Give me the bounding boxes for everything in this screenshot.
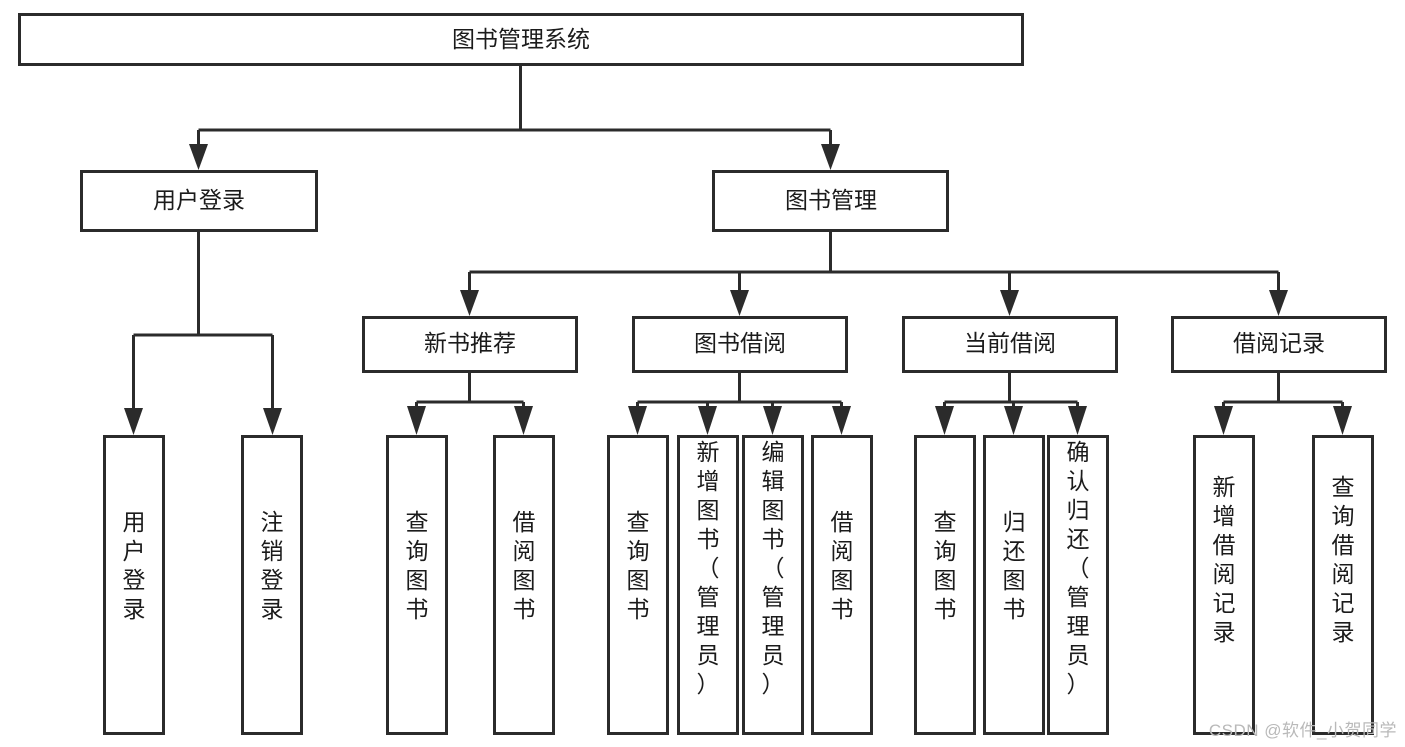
arrow-borrow-to-leaf4 xyxy=(832,406,851,435)
arrow-borrow-to-leaf1 xyxy=(628,406,647,435)
leaf-borrow-book-2-label: 借阅图书 xyxy=(831,509,854,622)
leaf-query-record-label: 查询借阅记录 xyxy=(1332,474,1355,645)
arrow-bm-to-record xyxy=(1269,290,1288,316)
leaf-query-book-2-box[interactable] xyxy=(607,435,669,735)
node-new-book-recommend-label: 新书推荐 xyxy=(424,330,516,356)
leaf-return-book-label: 归还图书 xyxy=(1003,509,1026,622)
node-borrow-record[interactable]: 借阅记录 xyxy=(1171,316,1387,373)
leaf-return-book-box[interactable] xyxy=(983,435,1045,735)
node-borrow-record-box[interactable] xyxy=(1171,316,1387,373)
leaf-query-record-box[interactable] xyxy=(1312,435,1374,735)
arrow-borrow-to-leaf3 xyxy=(763,406,782,435)
arrow-current-to-leaf3 xyxy=(1068,406,1087,435)
leaf-add-book-label: 新增图书（管理员） xyxy=(697,439,720,697)
leaf-edit-book-label: 编辑图书（管理员） xyxy=(762,439,785,697)
node-new-book-recommend[interactable]: 新书推荐 xyxy=(362,316,578,373)
arrow-record-to-leaf1 xyxy=(1214,406,1233,435)
node-new-book-recommend-box[interactable] xyxy=(362,316,578,373)
leaf-query-record[interactable]: 查询借阅记录 xyxy=(1312,435,1374,735)
leaf-confirm-return[interactable]: 确认归还（管理员） xyxy=(1047,435,1109,735)
leaf-query-book-3[interactable]: 查询图书 xyxy=(914,435,976,735)
node-borrow-record-label: 借阅记录 xyxy=(1233,330,1325,356)
node-current-borrow-box[interactable] xyxy=(902,316,1118,373)
node-book-borrow-box[interactable] xyxy=(632,316,848,373)
leaf-add-book[interactable]: 新增图书（管理员） xyxy=(677,435,739,735)
arrow-root-to-book-manage xyxy=(821,144,840,170)
leaf-query-book-3-label: 查询图书 xyxy=(934,509,957,622)
leaf-logout-login-box[interactable] xyxy=(241,435,303,735)
node-book-manage-label: 图书管理 xyxy=(785,187,877,213)
leaf-confirm-return-label: 确认归还（管理员） xyxy=(1067,439,1090,697)
arrow-record-to-leaf2 xyxy=(1333,406,1352,435)
arrow-bm-to-borrow xyxy=(730,290,749,316)
leaf-borrow-book-1-label: 借阅图书 xyxy=(513,509,536,622)
node-root[interactable]: 图书管理系统 xyxy=(18,13,1024,66)
leaf-query-book-1[interactable]: 查询图书 xyxy=(386,435,448,735)
leaf-query-book-2-label: 查询图书 xyxy=(627,509,650,622)
node-book-borrow[interactable]: 图书借阅 xyxy=(632,316,848,373)
leaf-add-record-box[interactable] xyxy=(1193,435,1255,735)
leaf-user-login[interactable]: 用户登录 xyxy=(103,435,165,735)
leaf-confirm-return-box[interactable] xyxy=(1047,435,1109,735)
leaf-user-login-box[interactable] xyxy=(103,435,165,735)
leaf-query-book-2[interactable]: 查询图书 xyxy=(607,435,669,735)
node-current-borrow[interactable]: 当前借阅 xyxy=(902,316,1118,373)
node-user-login-box[interactable] xyxy=(80,170,318,232)
node-book-manage-box[interactable] xyxy=(712,170,949,232)
arrow-bm-to-current xyxy=(1000,290,1019,316)
leaf-query-book-1-box[interactable] xyxy=(386,435,448,735)
node-book-manage[interactable]: 图书管理 xyxy=(712,170,949,232)
leaf-edit-book-box[interactable] xyxy=(742,435,804,735)
arrow-recommend-to-leaf2 xyxy=(514,406,533,435)
node-book-borrow-label: 图书借阅 xyxy=(694,330,786,356)
leaf-edit-book[interactable]: 编辑图书（管理员） xyxy=(742,435,804,735)
arrow-user-login-to-leaf1 xyxy=(124,408,143,435)
leaf-query-book-3-box[interactable] xyxy=(914,435,976,735)
arrow-current-to-leaf2 xyxy=(1004,406,1023,435)
leaf-logout-login[interactable]: 注销登录 xyxy=(241,435,303,735)
connector-layer xyxy=(124,65,1352,435)
arrow-recommend-to-leaf1 xyxy=(407,406,426,435)
leaf-query-book-1-label: 查询图书 xyxy=(406,509,429,622)
arrow-user-login-to-leaf2 xyxy=(263,408,282,435)
arrow-root-to-user-login xyxy=(189,144,208,170)
leaf-return-book[interactable]: 归还图书 xyxy=(983,435,1045,735)
leaf-add-book-box[interactable] xyxy=(677,435,739,735)
leaf-logout-login-label: 注销登录 xyxy=(261,509,284,622)
leaf-add-record[interactable]: 新增借阅记录 xyxy=(1193,435,1255,735)
node-root-label: 图书管理系统 xyxy=(452,26,590,52)
arrow-borrow-to-leaf2 xyxy=(698,406,717,435)
leaf-borrow-book-1-box[interactable] xyxy=(493,435,555,735)
arrow-current-to-leaf1 xyxy=(935,406,954,435)
arrow-bm-to-recommend xyxy=(460,290,479,316)
leaf-borrow-book-2-box[interactable] xyxy=(811,435,873,735)
node-user-login[interactable]: 用户登录 xyxy=(80,170,318,232)
leaf-user-login-label: 用户登录 xyxy=(123,509,146,622)
leaf-add-record-label: 新增借阅记录 xyxy=(1213,474,1236,645)
node-current-borrow-label: 当前借阅 xyxy=(964,330,1056,356)
leaf-borrow-book-2[interactable]: 借阅图书 xyxy=(811,435,873,735)
leaf-borrow-book-1[interactable]: 借阅图书 xyxy=(493,435,555,735)
node-user-login-label: 用户登录 xyxy=(153,187,245,213)
node-root-box[interactable] xyxy=(18,13,1024,66)
